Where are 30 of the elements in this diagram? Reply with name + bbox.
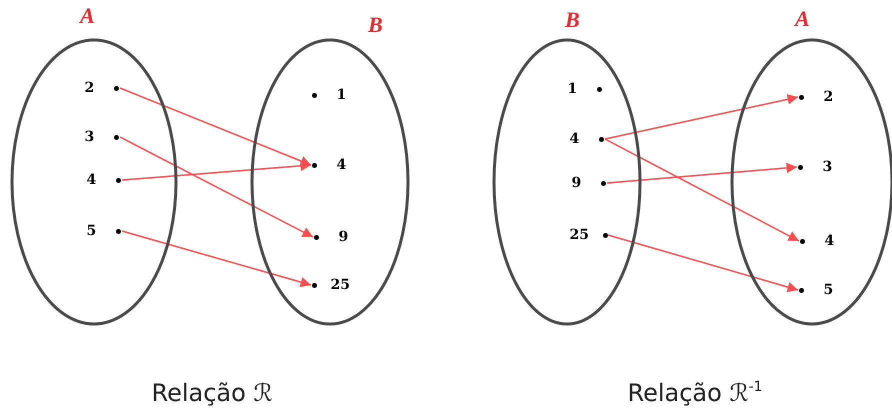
- element-label: 4: [824, 233, 834, 249]
- element-label: 25: [330, 277, 350, 293]
- element-label: 25: [570, 227, 589, 243]
- diagram-caption: Relação ℛ$^{-1}$: [626, 378, 764, 409]
- arrow: [120, 136, 314, 238]
- arrow: [608, 234, 798, 292]
- arrow: [122, 160, 312, 181]
- element-label: 4: [336, 157, 346, 173]
- element-label: 5: [86, 223, 96, 239]
- arrow: [122, 230, 312, 288]
- element-label: 9: [572, 175, 582, 191]
- arrow: [604, 138, 800, 242]
- diagram-caption: Relação ℛ: [150, 378, 274, 409]
- element-label: 5: [824, 282, 834, 298]
- element-label: 1: [336, 87, 346, 103]
- element-label: 4: [570, 131, 580, 147]
- set-title: B: [565, 9, 580, 31]
- set-title: A: [80, 5, 95, 27]
- set-title: B: [368, 14, 383, 36]
- element-label: 3: [84, 129, 94, 145]
- element-label: 4: [86, 172, 96, 188]
- element-label: 2: [824, 89, 834, 105]
- element-label: 9: [338, 229, 348, 245]
- element-label: 3: [822, 159, 832, 175]
- arrow: [604, 94, 798, 140]
- arrow: [120, 87, 312, 166]
- element-label: 2: [84, 80, 94, 96]
- set-title: A: [795, 8, 810, 30]
- arrow: [606, 162, 798, 184]
- element-label: 1: [568, 81, 578, 97]
